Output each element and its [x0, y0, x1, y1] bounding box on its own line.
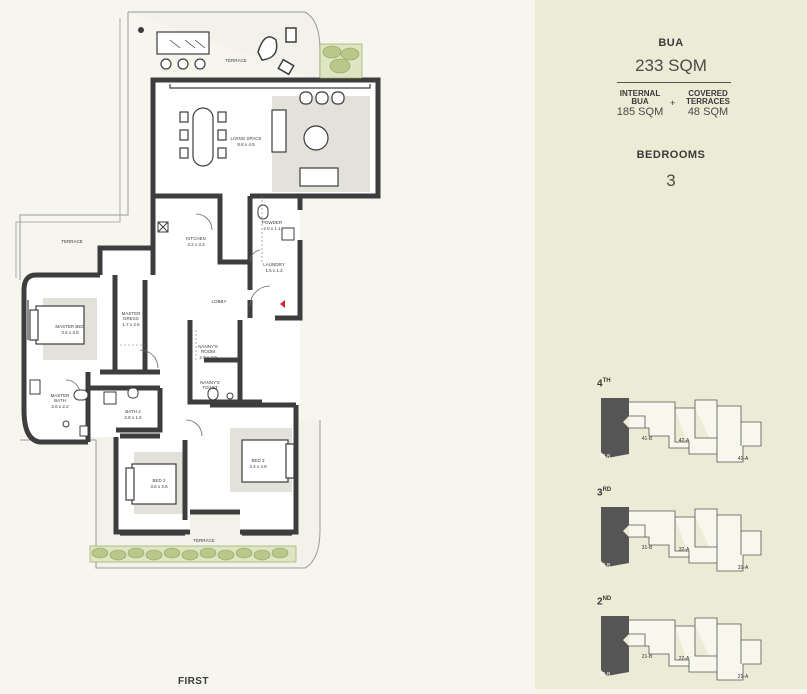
master-dress-label-1: MASTER: [122, 311, 142, 316]
bedrooms-label: BEDROOMS: [636, 149, 706, 161]
floor-plan: TERRACE TERRACE TERRACE LIVING SPACE 8.8…: [15, 11, 381, 687]
key-plan-unit-label: 22-B: [600, 672, 611, 678]
living-furniture: [179, 91, 345, 187]
key-plan-unit-label: 31-B: [642, 545, 653, 551]
powder-label: POWDER: [262, 220, 283, 225]
plants-bottom: [89, 545, 297, 563]
internal-label-1: INTERNAL: [619, 89, 661, 98]
key-plan-unit-label: 41-A: [738, 456, 749, 462]
plus-sign: +: [670, 98, 676, 108]
key-plan-unit-label: 21-B: [642, 654, 653, 660]
key-plan-unit-label: 42-A: [679, 438, 690, 444]
master-bed: [29, 305, 85, 345]
summary-panel: BUA 233 SQM INTERNAL BUA 185 SQM + COVER…: [535, 0, 807, 689]
bed2-label: BED 2: [152, 478, 166, 483]
master-bath-label-1: MASTER: [51, 393, 71, 398]
nanny-room-size: 2.0 x 2.0: [199, 355, 217, 360]
key-plan-outline: [629, 399, 762, 463]
key-plan-outline: [629, 617, 762, 681]
terrace-top-label: TERRACE: [225, 58, 247, 63]
bed2-bed: [125, 463, 177, 505]
key-plan-diagram: 21-B22-A21-A23-A22-B: [600, 616, 762, 681]
plants-top: [319, 43, 363, 79]
bath-fixtures: [29, 204, 295, 437]
nanny-toilet-label-2: TOILET: [202, 385, 218, 390]
key-plan-diagram: 31-B32-A31-A33-A32-B: [600, 507, 762, 572]
key-plan-unit-label: 41-B: [642, 436, 653, 442]
bua-value: 233 SQM: [635, 56, 707, 75]
key-plan-level-label: 4TH: [597, 378, 611, 390]
internal-label-2: BUA: [631, 97, 649, 106]
lobby-label: LOBBY: [211, 299, 226, 304]
bed3-label: BED 3: [251, 458, 265, 463]
bedrooms-value: 3: [666, 171, 676, 190]
bed3-size: 3.4 x 4.8: [249, 464, 267, 469]
terrace-left-outline: [19, 12, 129, 280]
master-dress-size: 1.7 x 2.6: [122, 322, 140, 327]
covered-label-1: COVERED: [688, 89, 728, 98]
nanny-room-label-2: ROOM: [201, 349, 215, 354]
nanny-room-label-1: NANNY'S: [198, 344, 218, 349]
kitchen-counter: [157, 221, 169, 233]
key-plan-level-label: 3RD: [597, 487, 612, 499]
master-bath-label-2: BATH: [54, 398, 66, 403]
covered-label-2: TERRACES: [685, 97, 730, 106]
terrace-bottom-label: TERRACE: [193, 538, 215, 543]
bath2-label: BATH 2: [125, 409, 141, 414]
key-plan-highlight-unit: [601, 616, 629, 676]
master-bed-label: MASTER BED: [55, 324, 85, 329]
floor-label: FIRST: [178, 676, 209, 687]
covered-value: 48 SQM: [687, 106, 729, 118]
terrace-dining-set: [156, 31, 210, 70]
bua-label: BUA: [658, 37, 684, 49]
internal-value: 185 SQM: [616, 106, 664, 118]
kitchen-label: KITCHEN: [186, 236, 206, 241]
terrace-left-label: TERRACE: [61, 239, 83, 244]
entry-marker: [280, 300, 285, 308]
terrace-lounge: [257, 27, 297, 76]
key-plan-outline: [629, 508, 762, 572]
key-plan-highlight-unit: [601, 398, 629, 458]
laundry-label: LAUNDRY: [263, 262, 284, 267]
bath2-size: 2.8 x 1.5: [124, 415, 142, 420]
living-label: LIVING SPACE: [231, 136, 262, 141]
master-dress-label-2: DRESS: [123, 316, 139, 321]
master-bath-size: 2.6 x 2.2: [51, 404, 69, 409]
floor-plan-drawing: TERRACE TERRACE TERRACE LIVING SPACE 8.8…: [15, 11, 381, 569]
key-plan-diagram: 41-B42-A41-A43-A42-B: [600, 398, 762, 463]
key-plan-unit-label: 21-A: [738, 674, 749, 680]
key-plan-unit-label: 32-A: [679, 547, 690, 553]
key-plan-unit-label: 22-A: [679, 656, 690, 662]
key-plan-unit-label: 42-B: [600, 454, 611, 460]
key-plan-unit-label: 32-B: [600, 563, 611, 569]
key-plan-unit-label: 31-A: [738, 565, 749, 571]
nanny-toilet-label-1: NANNY'S: [200, 380, 220, 385]
master-bed-size: 3.5 x 3.8: [61, 330, 79, 335]
bed2-size: 3.6 x 3.6: [150, 484, 168, 489]
powder-size: 2.0 x 1.1: [263, 226, 281, 231]
bed3-bed: [241, 439, 295, 483]
key-plan-highlight-unit: [601, 507, 629, 567]
living-size: 8.8 x 4.5: [237, 142, 255, 147]
laundry-size: 1.5 x 1.2: [265, 268, 283, 273]
walls: [21, 77, 381, 535]
bua-divider: [617, 82, 731, 83]
key-plan-level-label: 2ND: [597, 596, 612, 608]
kitchen-size: 3.2 x 3.3: [187, 242, 205, 247]
